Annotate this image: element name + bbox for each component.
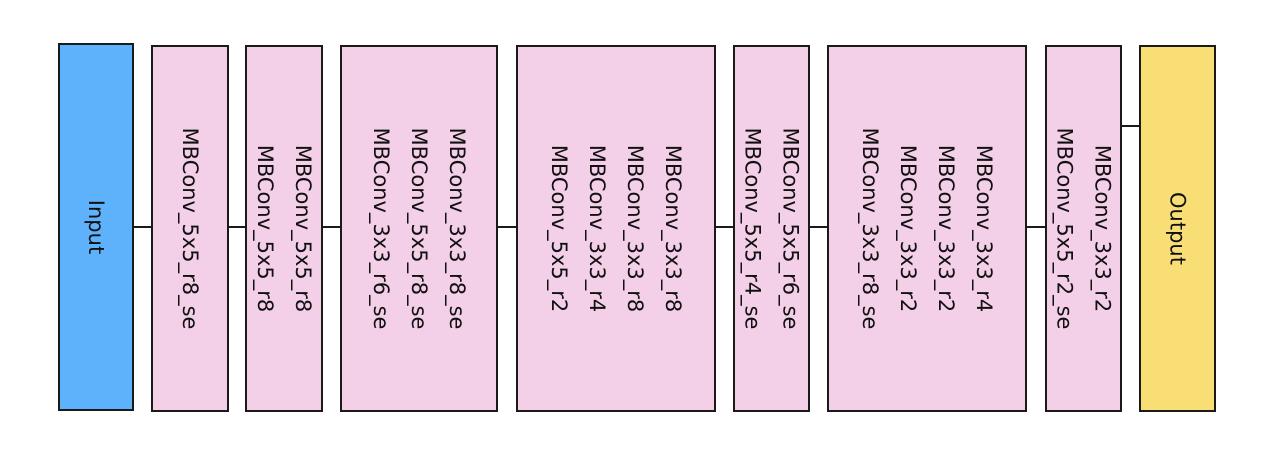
stage-5-node: MBConv_5x5_r6_se MBConv_5x5_r4_se (733, 45, 810, 412)
stage-1-box (151, 45, 229, 412)
stage-3-label-3: MBConv_3x3_r6_se (368, 128, 393, 330)
stage-6-label-4: MBConv_3x3_r8_se (857, 128, 882, 330)
stage-2-label-1: MBConv_5x5_r8 (290, 145, 315, 313)
output-node: Output (1139, 45, 1216, 412)
stage-3-node: MBConv_3x3_r8_se MBConv_5x5_r8_se MBConv_3… (340, 45, 498, 412)
output-box (1139, 45, 1216, 412)
stage-1-label-1: MBConv_5x5_r8_se (177, 128, 202, 330)
stage-6-box (827, 45, 1027, 412)
stage-4-label-4: MBConv_5x5_r2 (546, 145, 571, 313)
stage-4-label-1: MBConv_3x3_r8 (660, 145, 685, 313)
stage-7-label-1: MBConv_3x3_r2 (1090, 145, 1115, 313)
stage-6-label-1: MBConv_3x3_r4 (971, 145, 996, 313)
stage-2-node: MBConv_5x5_r8 MBConv_5x5_r8 (245, 45, 323, 412)
stage-6-node: MBConv_3x3_r4 MBConv_3x3_r2 MBConv_3x3_r2 M… (827, 45, 1027, 412)
stage-3-label-2: MBConv_5x5_r8_se (406, 128, 431, 330)
input-label-1: Input (84, 200, 108, 254)
output-label-1: Output (1166, 192, 1190, 265)
stage-6-label-2: MBConv_3x3_r2 (933, 145, 958, 313)
stage-4-node: MBConv_3x3_r8 MBConv_3x3_r8 MBConv_3x3_r4 M… (516, 45, 716, 412)
stage-4-box (516, 45, 716, 412)
stage-7-node: MBConv_3x3_r2 MBConv_5x5_r2_se (1045, 45, 1122, 412)
stage-7-box (1045, 45, 1122, 412)
stage-7-label-2: MBConv_5x5_r2_se (1052, 128, 1077, 330)
stage-1-node: MBConv_5x5_r8_se (151, 45, 229, 412)
stage-6-label-3: MBConv_3x3_r2 (895, 145, 920, 313)
stage-4-label-3: MBConv_3x3_r4 (584, 145, 609, 313)
input-box (58, 43, 134, 411)
stage-2-box (245, 45, 323, 412)
stage-3-label-1: MBConv_3x3_r8_se (444, 128, 469, 330)
stage-4-label-2: MBConv_3x3_r8 (622, 145, 647, 313)
stage-5-label-2: MBConv_5x5_r4_se (740, 128, 765, 330)
stage-5-box (733, 45, 810, 412)
input-node: Input (58, 43, 134, 411)
connectors (133, 125, 1140, 228)
stage-2-label-2: MBConv_5x5_r8 (252, 145, 277, 313)
stage-5-label-1: MBConv_5x5_r6_se (778, 128, 803, 330)
stage-3-box (340, 45, 498, 412)
